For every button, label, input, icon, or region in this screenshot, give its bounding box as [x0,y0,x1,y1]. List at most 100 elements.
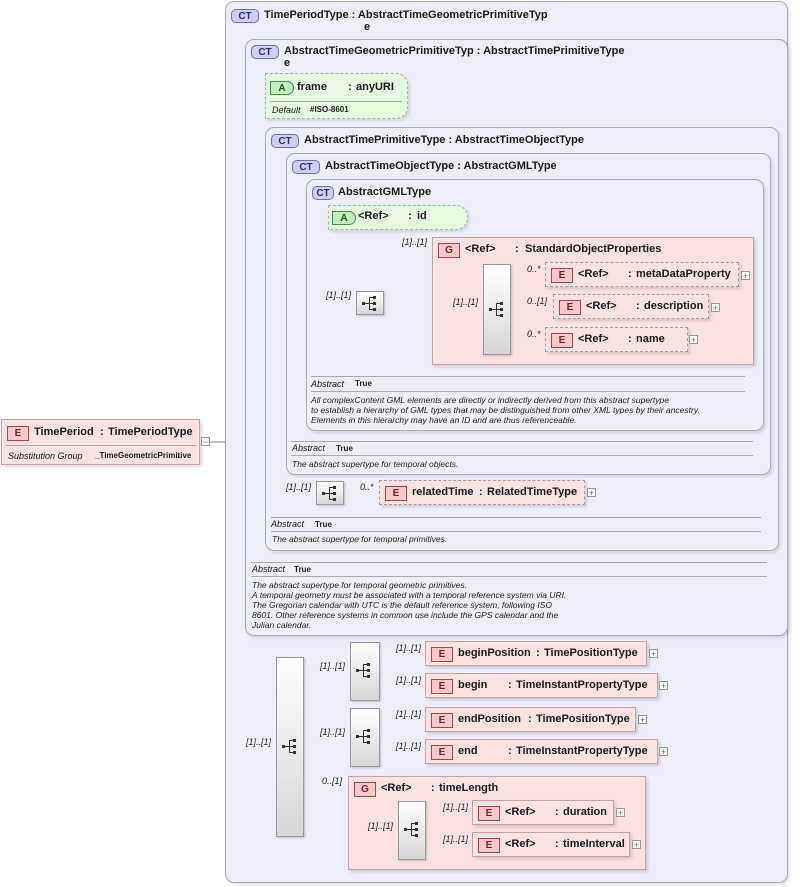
group-separator: : [431,782,435,794]
abstract-label: Abstract [271,519,305,529]
element-type: TimePositionType [544,647,638,659]
sequence-compositor[interactable] [483,264,511,355]
root-element-timeperiod[interactable]: E TimePeriod : TimePeriodType Substituti… [1,419,200,465]
complex-type-title: AbstractTimePrimitiveType : AbstractTime… [304,134,584,146]
expand-toggle[interactable]: + [659,681,668,691]
sequence-compositor[interactable] [316,481,344,505]
abstract-value: True [294,565,311,574]
choice-compositor[interactable] [350,708,380,767]
complex-type-badge: CT [231,9,259,23]
element-separator: : [536,647,540,659]
choice-icon [356,663,370,678]
attribute-id[interactable]: A <Ref> : id [328,205,468,230]
element-begin[interactable]: E begin : TimeInstantPropertyType [425,673,658,698]
attribute-type: anyURI [356,81,394,93]
doc-line: 8601. Other reference systems in common … [252,610,559,620]
element-type: TimePositionType [536,713,630,725]
expand-toggle[interactable]: + [741,271,750,281]
element-type: TimeInstantPropertyType [516,679,648,691]
element-name: end [458,745,478,757]
expand-toggle[interactable]: + [616,808,625,818]
cardinality: 0..* [527,329,541,339]
cardinality: [1]..[1] [443,802,469,812]
attribute-frame[interactable]: A frame : anyURI Default #ISO-8601 [265,73,408,119]
doc-line: A temporal geometry must be associated w… [252,590,567,600]
cardinality: [1]..[1] [402,237,428,247]
group-type: StandardObjectProperties [525,243,662,255]
cardinality: 0..[1] [527,296,548,306]
cardinality: 0..[1] [322,776,343,786]
attribute-badge: A [270,81,294,95]
expand-toggle[interactable]: + [659,747,668,757]
element-name: <Ref> [505,838,536,850]
cardinality: 0..* [360,482,374,492]
element-type: description [644,300,704,312]
divider [251,562,767,563]
choice-compositor[interactable] [350,642,380,701]
divider [311,391,745,392]
expand-toggle[interactable]: + [638,715,647,725]
cardinality: [1]..[1] [396,709,422,719]
element-beginposition[interactable]: E beginPosition : TimePositionType [425,641,647,666]
group-badge: G [354,782,376,797]
element-name: endPosition [458,713,521,725]
element-relatedtime[interactable]: E relatedTime : RelatedTimeType [379,480,585,505]
element-name-ref[interactable]: E <Ref> : name [545,327,688,352]
element-duration[interactable]: E <Ref> : duration [472,800,614,825]
sequence-compositor[interactable] [276,657,304,837]
element-end[interactable]: E end : TimeInstantPropertyType [425,739,658,764]
expand-toggle[interactable]: + [632,840,641,850]
element-description[interactable]: E <Ref> : description [553,294,709,319]
complex-type-title: TimePeriodType : AbstractTimeGeometricPr… [264,9,548,21]
expand-toggle[interactable]: + [711,303,720,313]
element-badge: E [385,486,407,501]
cardinality: [1]..[1] [396,741,422,751]
element-type: name [636,333,665,345]
choice-compositor[interactable] [398,801,426,860]
cardinality: 0..* [527,264,541,274]
complex-type-title: AbstractGMLType [338,186,432,198]
abstract-value: True [336,444,353,453]
complex-type-badge: CT [292,160,320,174]
attribute-separator: : [348,81,352,93]
element-timeinterval[interactable]: E <Ref> : timeInterval [472,832,630,857]
abstract-label: Abstract [252,564,286,574]
attribute-separator: : [408,210,412,222]
element-badge: E [431,745,453,760]
sequence-icon [282,739,296,754]
element-type: duration [563,806,607,818]
element-separator: : [100,426,104,438]
complex-type-title: AbstractTimeObjectType : AbstractGMLType [325,160,557,172]
abstract-label: Abstract [292,443,326,453]
abstract-label: Abstract [311,379,345,389]
cardinality: [1]..[1] [396,643,422,653]
choice-icon [404,822,418,837]
doc-line: The abstract supertype for temporal geom… [252,580,467,590]
documentation: The abstract supertype for temporal prim… [272,534,448,544]
attribute-name: frame [297,81,327,93]
element-separator: : [479,486,483,498]
expand-toggle[interactable]: + [587,488,596,498]
expand-toggle[interactable]: + [689,335,698,345]
collapse-toggle[interactable]: − [201,437,210,447]
cardinality: [1]..[1] [246,737,272,747]
element-badge: E [559,300,581,315]
element-endposition[interactable]: E endPosition : TimePositionType [425,707,636,732]
cardinality: [1]..[1] [286,482,312,492]
divider [271,531,761,532]
substitution-group-value: _TimeGeometricPrimitive [95,451,192,460]
sequence-icon [489,302,503,317]
element-metadataproperty[interactable]: E <Ref> : metaDataProperty [545,262,739,287]
element-badge: E [478,838,500,853]
sequence-compositor[interactable] [356,291,384,315]
complex-type-badge: CT [271,134,299,148]
element-name: <Ref> [578,268,609,280]
expand-toggle[interactable]: + [649,649,658,659]
attribute-badge: A [332,211,356,225]
element-name: <Ref> [505,806,536,818]
group-separator: : [515,243,519,255]
sequence-icon [322,486,336,501]
element-separator: : [555,806,559,818]
sequence-icon [362,296,376,311]
element-name: TimePeriod [34,426,94,438]
